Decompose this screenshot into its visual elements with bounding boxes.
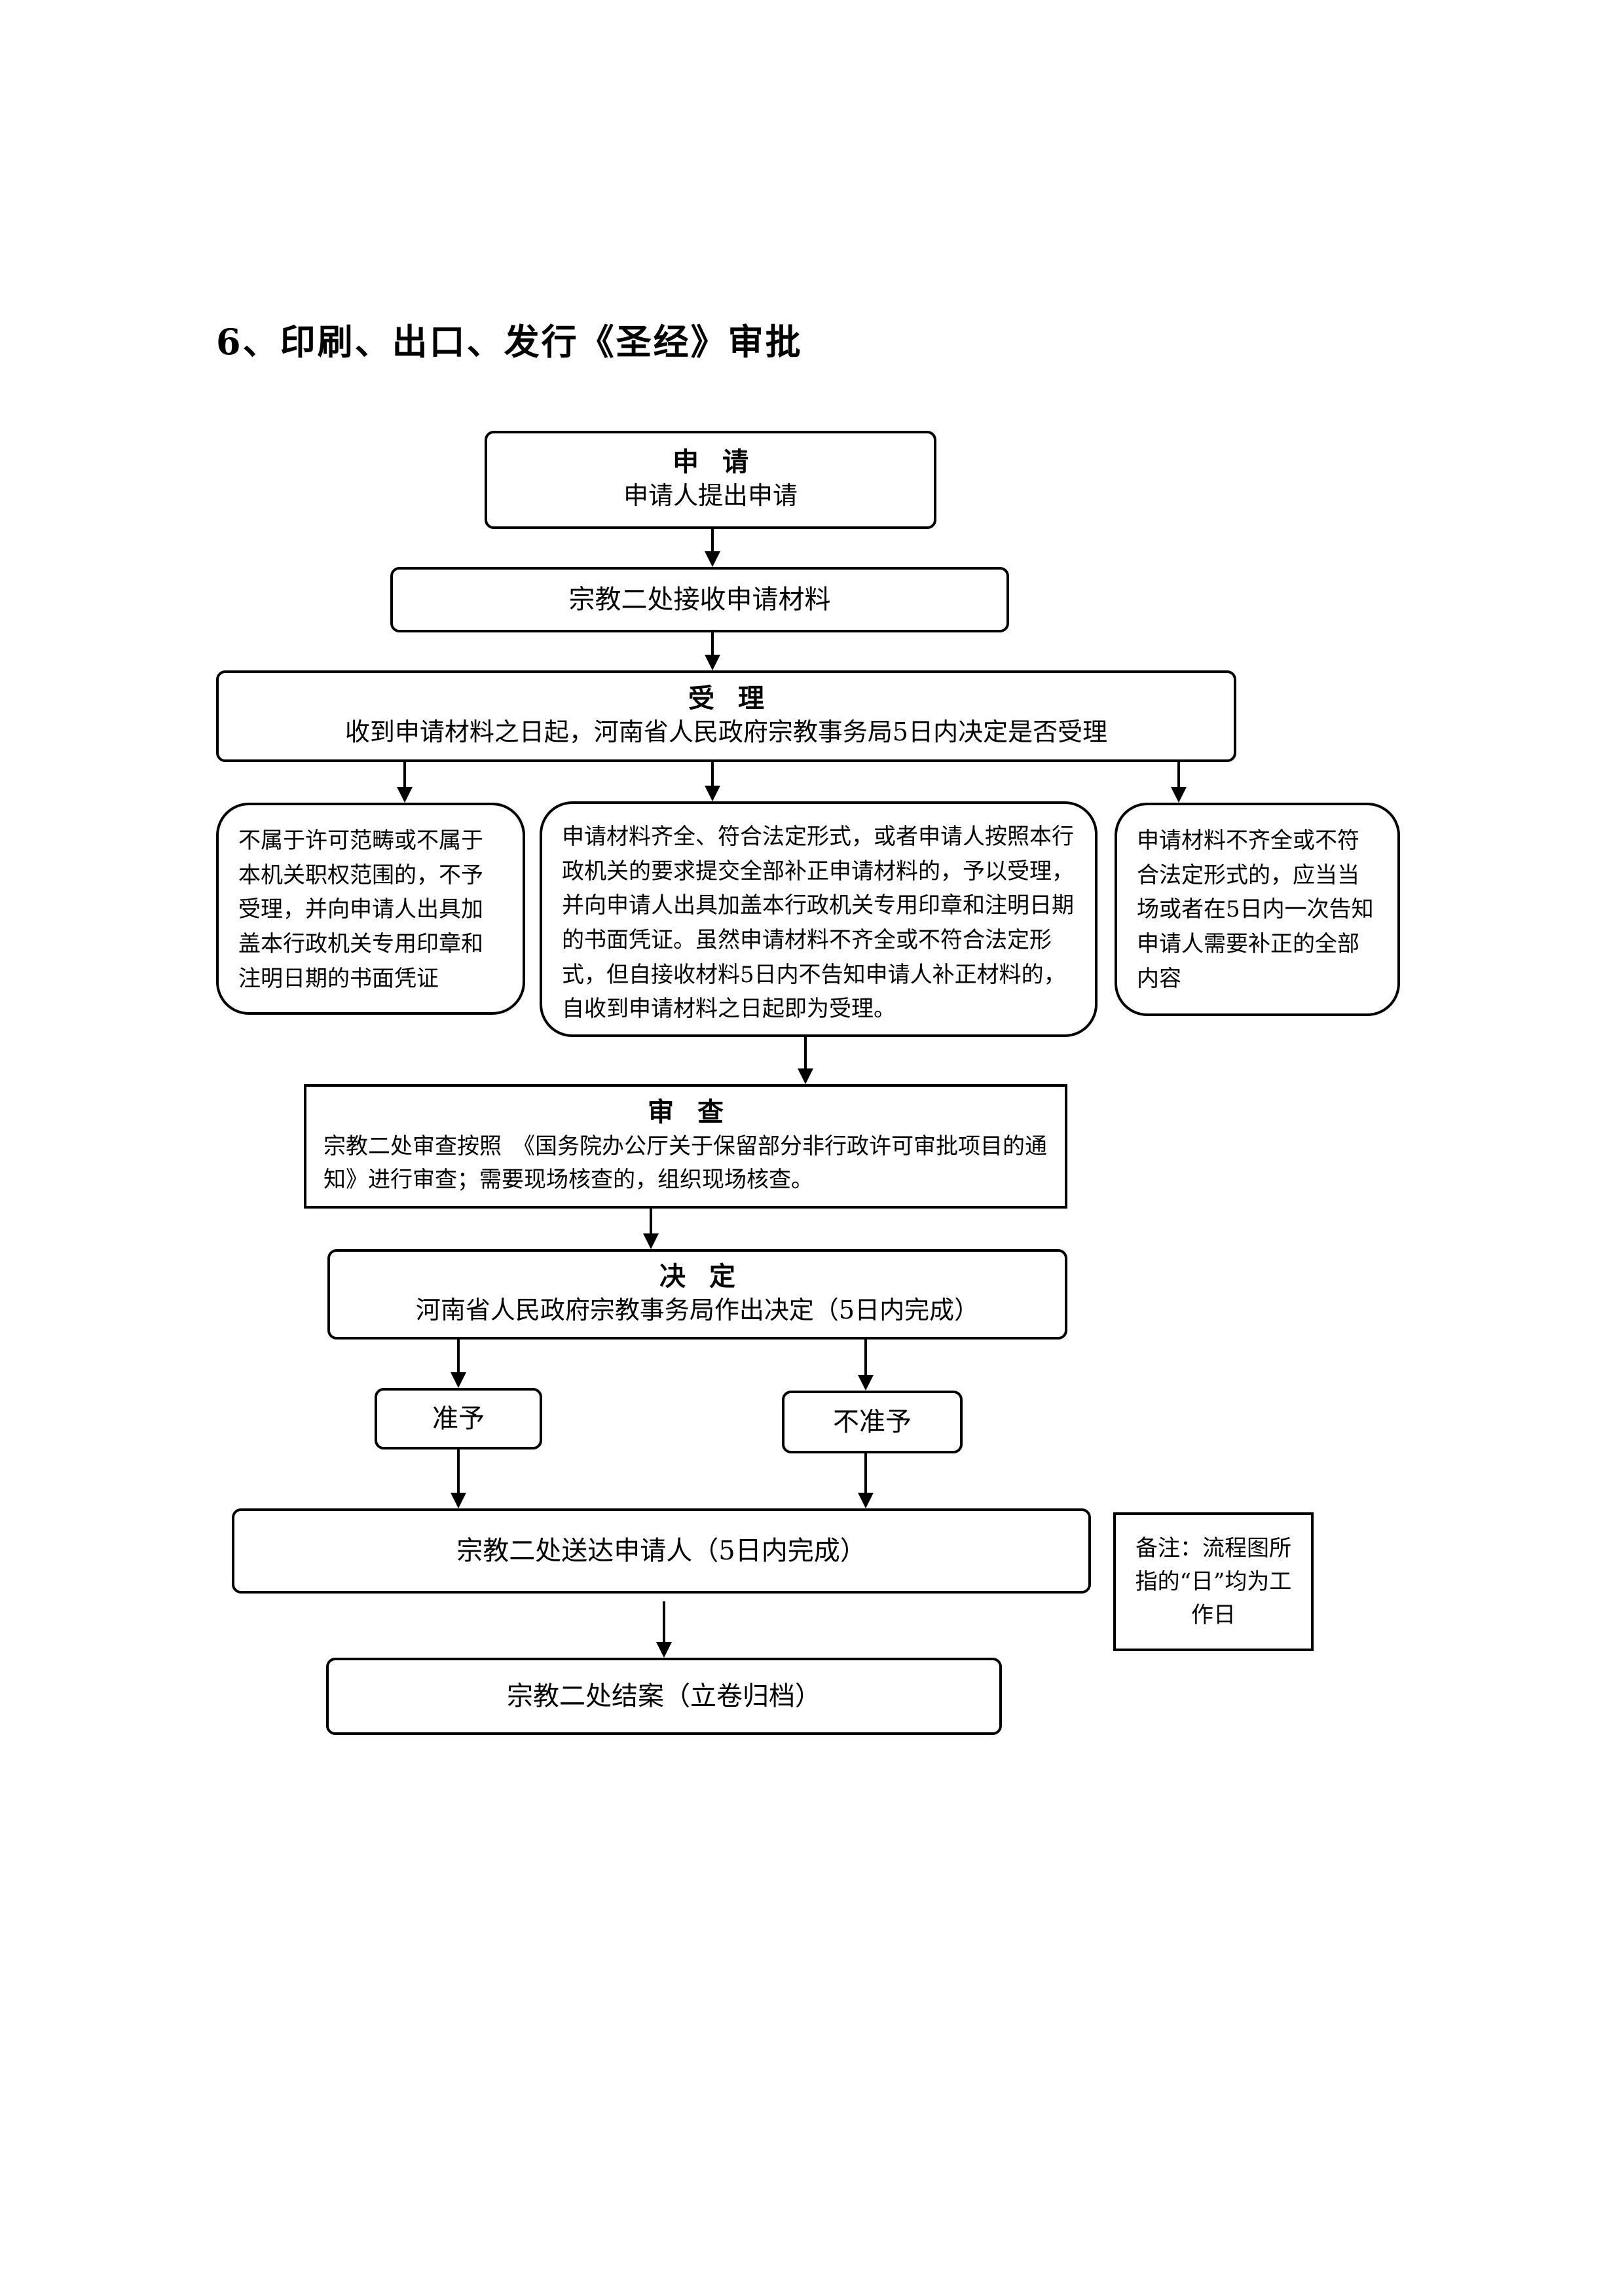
- accept-node: 受理 收到申请材料之日起，河南省人民政府宗教事务局5日内决定是否受理: [216, 670, 1236, 762]
- arrow-accept-accepted: [705, 762, 720, 801]
- supplement-body: 申请材料不齐全或不符合法定形式的，应当当场或者在5日内一次告知申请人需要补正的全…: [1137, 828, 1374, 992]
- note-body: 备注：流程图所指的“日”均为工作日: [1135, 1535, 1292, 1628]
- review-body: 宗教二处审查按照 《国务院办公厅关于保留部分非行政许可审批项目的通知》进行审查；…: [323, 1133, 1047, 1193]
- apply-heading: 申请: [673, 446, 772, 478]
- approve-body: 准予: [432, 1404, 485, 1434]
- arrow-decide-deny: [858, 1339, 874, 1391]
- arrow-deny-deliver: [858, 1453, 874, 1508]
- accept-body: 收到申请材料之日起，河南省人民政府宗教事务局5日内决定是否受理: [344, 718, 1108, 747]
- arrow-approve-deliver: [451, 1449, 466, 1508]
- accepted-node: 申请材料齐全、符合法定形式，或者申请人按照本行政机关的要求提交全部补正申请材料的…: [540, 801, 1098, 1037]
- page-title: 6、印刷、出口、发行《圣经》审批: [216, 321, 803, 363]
- approve-node: 准予: [375, 1388, 542, 1449]
- arrow-deliver-archive: [656, 1601, 672, 1658]
- review-heading: 审查: [648, 1097, 747, 1127]
- accepted-body: 申请材料齐全、符合法定形式，或者申请人按照本行政机关的要求提交全部补正申请材料的…: [562, 824, 1074, 1023]
- decide-body: 河南省人民政府宗教事务局作出决定（5日内完成）: [415, 1296, 980, 1325]
- reject-body: 不属于许可范畴或不属于本机关职权范围的，不予受理，并向申请人出具加盖本行政机关专…: [238, 828, 483, 992]
- archive-body: 宗教二处结案（立卷归档）: [507, 1681, 821, 1711]
- receive-node: 宗教二处接收申请材料: [390, 567, 1009, 632]
- arrow-accept-supplement: [1171, 762, 1187, 803]
- deny-body: 不准予: [833, 1407, 912, 1437]
- receive-body: 宗教二处接收申请材料: [568, 585, 831, 615]
- apply-node: 申请 申请人提出申请: [485, 431, 936, 529]
- arrow-review-decide: [643, 1209, 659, 1249]
- accept-heading: 受理: [688, 683, 788, 714]
- arrow-accepted-review: [798, 1037, 813, 1084]
- reject-node: 不属于许可范畴或不属于本机关职权范围的，不予受理，并向申请人出具加盖本行政机关专…: [216, 803, 525, 1015]
- deliver-body: 宗教二处送达申请人（5日内完成）: [456, 1536, 866, 1566]
- arrow-apply-receive: [705, 529, 720, 567]
- deliver-node: 宗教二处送达申请人（5日内完成）: [232, 1508, 1091, 1594]
- apply-body: 申请人提出申请: [623, 481, 798, 511]
- supplement-node: 申请材料不齐全或不符合法定形式的，应当当场或者在5日内一次告知申请人需要补正的全…: [1115, 803, 1400, 1016]
- arrow-receive-accept: [705, 632, 720, 670]
- arrow-accept-reject: [397, 762, 413, 803]
- note-box: 备注：流程图所指的“日”均为工作日: [1113, 1512, 1314, 1651]
- arrow-decide-approve: [451, 1339, 466, 1388]
- decide-node: 决定 河南省人民政府宗教事务局作出决定（5日内完成）: [327, 1249, 1067, 1339]
- review-node: 审查 宗教二处审查按照 《国务院办公厅关于保留部分非行政许可审批项目的通知》进行…: [304, 1084, 1067, 1209]
- deny-node: 不准予: [782, 1391, 963, 1453]
- decide-heading: 决定: [659, 1261, 759, 1292]
- archive-node: 宗教二处结案（立卷归档）: [326, 1658, 1002, 1735]
